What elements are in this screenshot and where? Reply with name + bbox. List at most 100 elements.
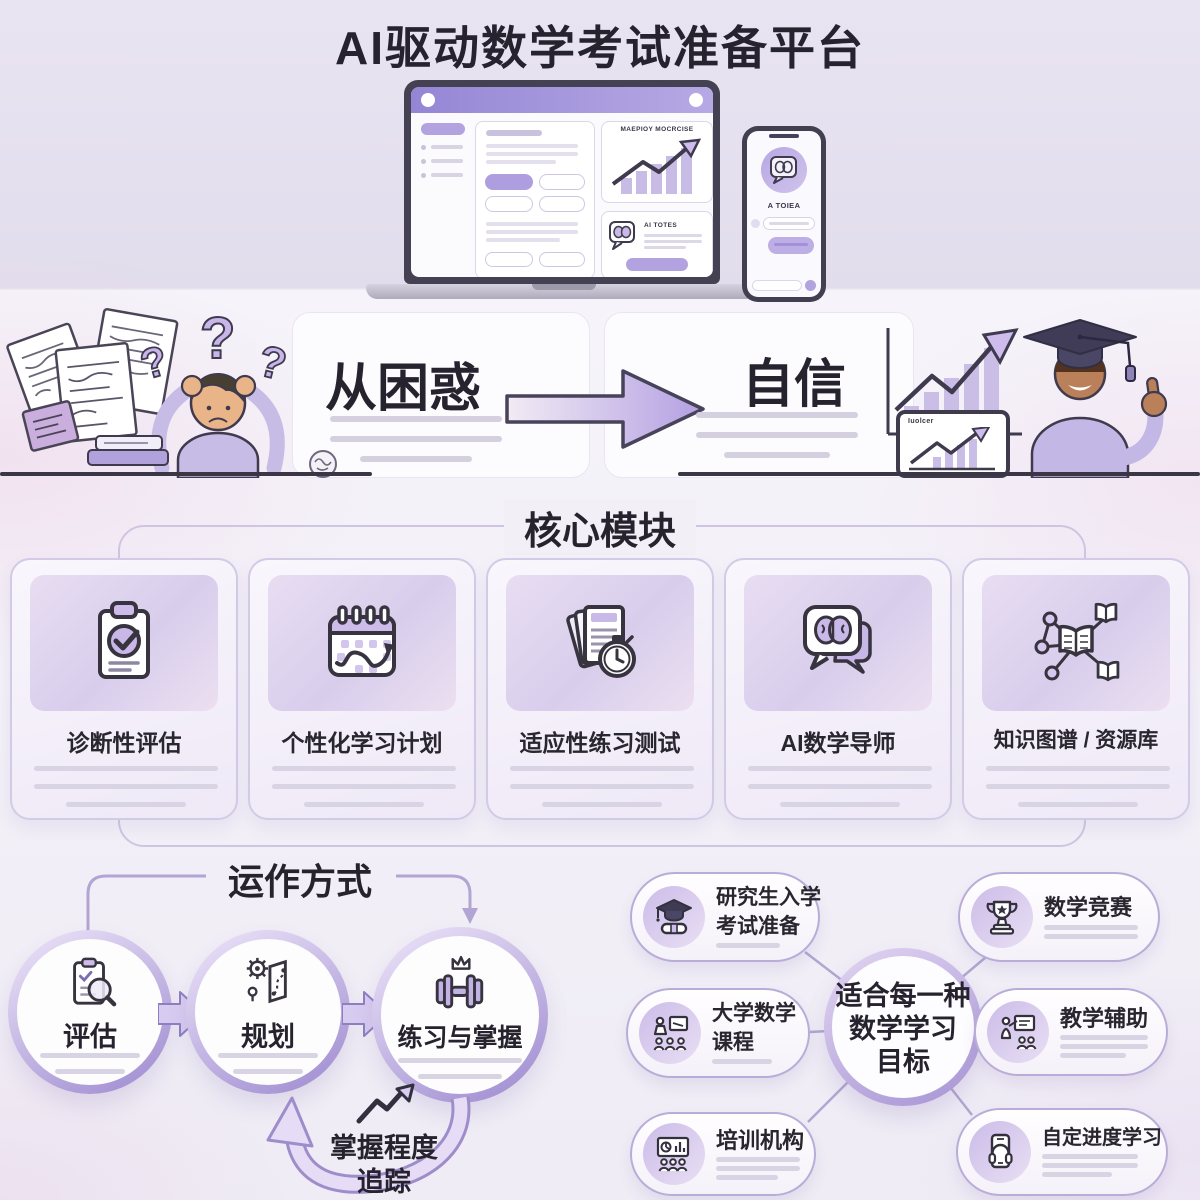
placeholder-line	[1042, 1154, 1138, 1159]
goal-center-line3: 目标	[876, 1046, 930, 1077]
placeholder-line	[1060, 1044, 1148, 1050]
placeholder-line	[716, 1175, 778, 1181]
step-arrow-icon	[342, 991, 389, 1037]
placeholder-line	[1044, 924, 1138, 930]
placeholder-line	[748, 766, 932, 771]
sidebar-item-line	[431, 145, 463, 149]
goal-bubble-self-paced: 自定进度学习	[956, 1108, 1168, 1196]
module-icon-tile	[30, 575, 218, 711]
placeholder-line	[712, 1058, 772, 1064]
goal-label-line1: 数学竞赛	[1044, 895, 1133, 921]
placeholder-line	[769, 222, 809, 225]
placeholder-line	[360, 456, 472, 462]
header-dot-right	[689, 93, 703, 107]
placeholder-line	[696, 432, 858, 438]
module-card-title: 适应性练习测试	[519, 730, 681, 756]
goal-bubble-grad-exam: 研究生入学 考试准备	[630, 872, 821, 962]
goal-center-line1: 适合每一种	[835, 981, 971, 1011]
clipboard-check-icon	[98, 601, 150, 679]
feedback-label-line1: 掌握程度	[330, 1133, 438, 1163]
laptop-base	[366, 284, 758, 299]
placeholder-line	[748, 784, 932, 789]
placeholder-line	[542, 802, 662, 807]
module-card-diagnostic-assessment: 诊断性评估	[10, 558, 238, 820]
placeholder-line	[330, 416, 502, 422]
goal-center-circle: 适合每一种 数学学习 目标	[824, 948, 982, 1106]
step-circle-assess: 评估	[8, 930, 172, 1094]
placeholder-line	[644, 246, 686, 249]
answer-option-selected	[485, 174, 533, 190]
step-circle-plan: 规划	[186, 930, 350, 1094]
placeholder-line	[486, 130, 542, 136]
answer-option	[539, 174, 585, 190]
step-circle-practice-mastery: 练习与掌握	[372, 927, 548, 1103]
confidence-label: 自信	[742, 356, 847, 414]
placeholder-line	[510, 766, 694, 771]
placeholder-line	[716, 1157, 800, 1163]
feedback-label-line2: 追踪	[357, 1167, 411, 1197]
confusion-label: 从困惑	[325, 360, 482, 418]
placeholder-line	[1060, 1053, 1126, 1059]
laptop-screen: MAEPIOY MOCRCISE	[411, 87, 713, 277]
send-button	[805, 280, 816, 291]
sidebar-item-line	[431, 159, 463, 163]
ai-tutor-title: AI TOTES	[644, 222, 678, 229]
module-card-adaptive-tests: 适应性练习测试	[486, 558, 714, 820]
placeholder-line	[330, 436, 502, 442]
module-card-title: AI数学导师	[780, 730, 896, 756]
desk-line-left	[0, 472, 372, 476]
module-icon-tile	[744, 575, 932, 711]
phone-headphones-icon	[969, 1121, 1031, 1183]
placeholder-line	[1042, 1163, 1138, 1168]
goal-label-line1: 教学辅助	[1060, 1005, 1149, 1031]
step-label: 练习与掌握	[397, 1024, 523, 1052]
placeholder-line	[55, 1069, 125, 1074]
answer-option	[539, 252, 585, 267]
goal-bubble-math-competition: 数学竞赛	[958, 872, 1160, 962]
feedback-loop-arrow	[266, 1096, 471, 1194]
goal-label-line1: 研究生入学	[716, 886, 821, 910]
laptop-illustration: MAEPIOY MOCRCISE	[404, 80, 720, 284]
module-icon-tile	[268, 575, 456, 711]
step-label: 评估	[63, 1022, 117, 1052]
module-card-knowledge-graph: 知识图谱 / 资源库	[962, 558, 1190, 820]
placeholder-line	[644, 234, 702, 237]
dumbbell-crown-icon	[435, 955, 484, 1009]
brain-chat-icon	[803, 605, 872, 674]
confused-student-illustration: ? ? ?	[6, 306, 337, 478]
clipboard-magnifier-icon	[73, 957, 117, 1007]
phone-illustration: A TOIEA	[742, 126, 826, 302]
placeholder-line	[34, 766, 218, 771]
phone-notch	[769, 134, 799, 138]
module-icon-tile	[506, 575, 694, 711]
answer-option	[485, 196, 533, 212]
placeholder-line	[66, 802, 186, 807]
transformation-arrow-icon	[505, 369, 705, 449]
module-card-personalized-plan: 个性化学习计划	[248, 558, 476, 820]
module-icon-tile	[982, 575, 1170, 711]
header-dot-left	[421, 93, 435, 107]
placeholder-line	[486, 238, 560, 242]
placeholder-line	[272, 784, 456, 789]
heading-connector-right	[396, 874, 478, 924]
chat-input	[752, 280, 802, 291]
laptop-base-notch	[532, 284, 596, 290]
placeholder-line	[486, 160, 556, 164]
placeholder-line	[986, 784, 1170, 789]
step-arrow-icon	[158, 991, 205, 1037]
mastery-progress-panel: MAEPIOY MOCRCISE	[601, 121, 713, 203]
placeholder-line	[486, 222, 578, 226]
sidebar-item-line	[431, 173, 463, 177]
answer-option	[539, 196, 585, 212]
core-modules-heading: 核心模块	[503, 500, 697, 555]
how-it-works-heading: 运作方式	[227, 861, 372, 902]
laptop-app-header	[411, 87, 713, 113]
placeholder-line	[644, 240, 702, 243]
lecture-icon	[639, 1002, 701, 1064]
answer-option	[485, 252, 533, 267]
quiz-panel	[475, 121, 595, 277]
goal-bubble-training-institutions: 培训机构	[630, 1112, 816, 1196]
tutor-action-button	[626, 258, 688, 271]
goal-label-line1: 自定进度学习	[1042, 1127, 1162, 1149]
papers-stopwatch-icon	[566, 605, 636, 678]
